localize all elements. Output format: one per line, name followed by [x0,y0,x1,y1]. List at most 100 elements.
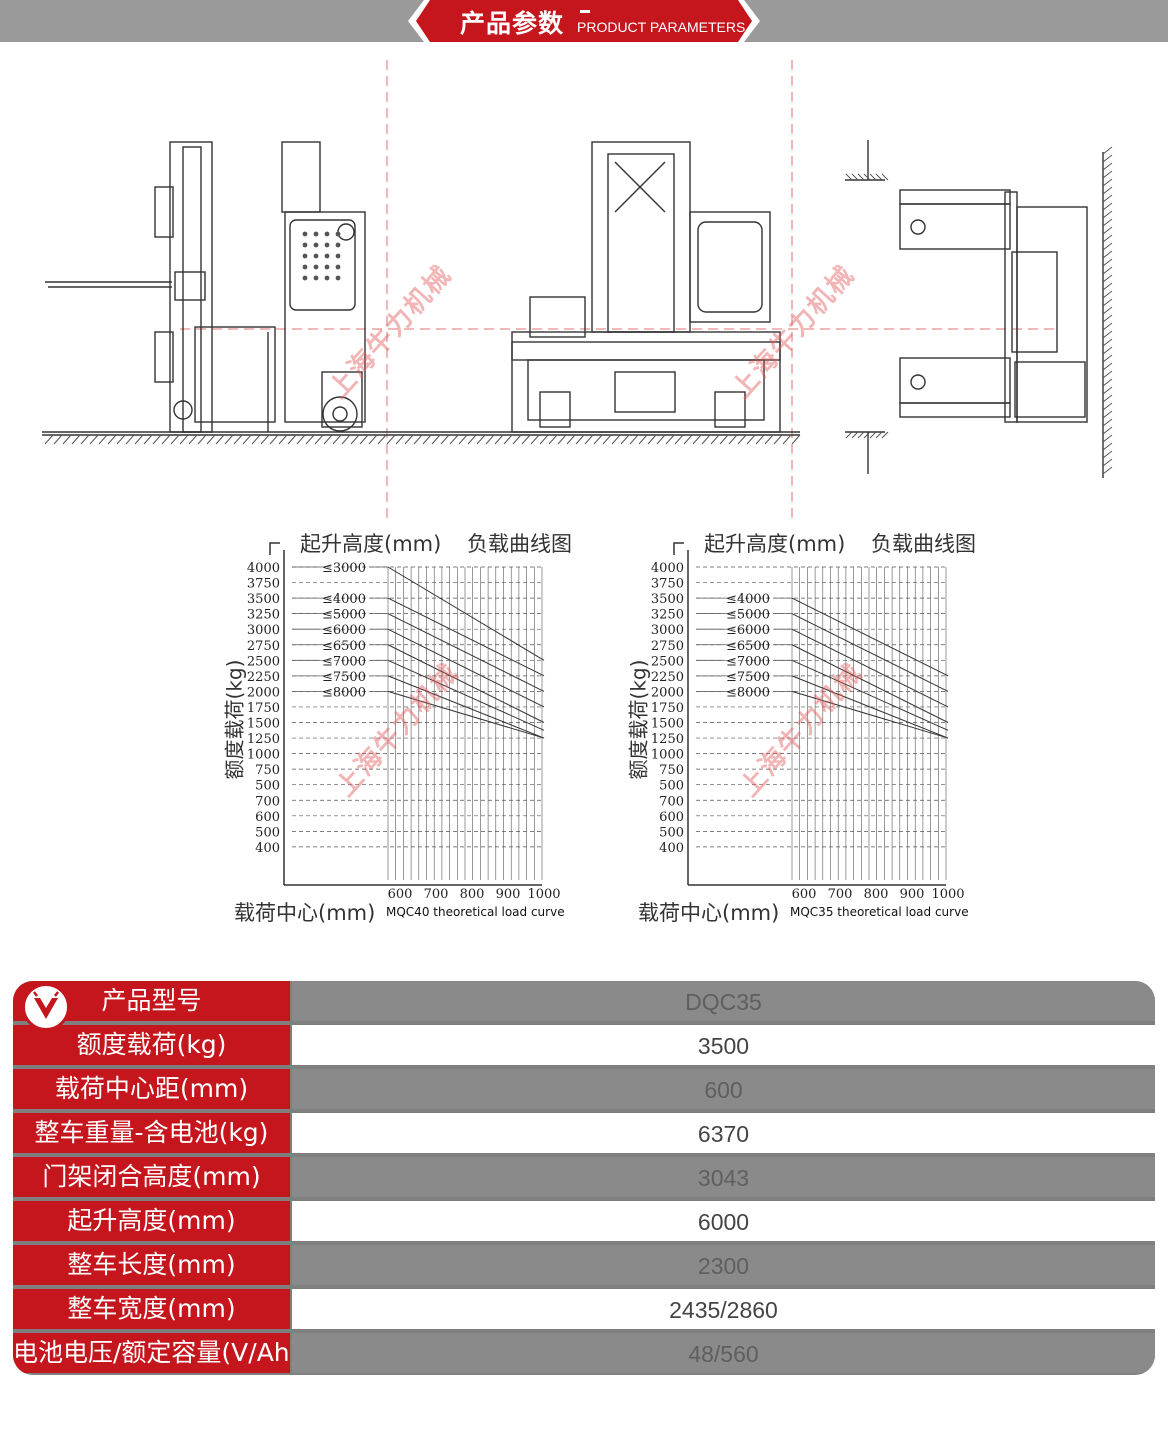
x-tick-label: 1000 [931,887,964,902]
y-tick-label: 4000 [247,561,280,576]
load-curve-line [387,628,545,708]
y-tick-label: 4000 [651,561,684,576]
y-tick-label: 3750 [651,577,684,592]
spec-value: 48/560 [292,1333,1155,1373]
guide-lines [180,60,1060,522]
load-curve-line [387,690,545,739]
y-tick-label: 400 [659,841,684,856]
spec-value: DQC35 [292,981,1155,1021]
series-label: ≤6500 [726,639,770,654]
header-dash [580,10,590,13]
load-curve-line [791,659,949,731]
load-curve-line [791,644,949,723]
front-view [511,141,781,433]
y-tick-label: 600 [659,810,684,825]
chart-y-title: 起升高度(mm) [300,532,442,556]
spec-value: 2435/2860 [292,1289,1155,1329]
spec-table-bg: 产品型号 DQC35 额度载荷(kg) 3500 载荷中心距(mm) 600 整… [13,981,1155,1375]
load-curve-svg: 4000375035003250300027502500225020001750… [651,542,965,902]
y-tick-label: 1000 [247,748,280,763]
spec-label: 额度载荷(kg) [13,1025,290,1065]
load-curve-svg: 4000375035003250300027502500225020001750… [247,542,561,902]
y-tick-label: 2500 [247,654,280,669]
x-tick-label: 800 [460,887,485,902]
header-title: 产品参数 [460,9,565,38]
y-tick-label: 2500 [651,654,684,669]
y-tick-label: 500 [659,825,684,840]
chart-y-title: 起升高度(mm) [704,532,846,556]
load-curve-line [791,675,949,739]
spec-label: 载荷中心距(mm) [13,1069,290,1109]
x-tick-label: 900 [900,887,925,902]
y-tick-label: 3500 [247,592,280,607]
series-label: ≤7000 [322,654,366,669]
spec-value: 600 [292,1069,1155,1109]
y-tick-label: 3500 [651,592,684,607]
spec-table: 产品型号 DQC35 额度载荷(kg) 3500 载荷中心距(mm) 600 整… [13,981,1155,1375]
top-view [845,140,1104,478]
spec-row: 电池电压/额定容量(V/Ah) 48/560 [13,1333,1155,1375]
spec-label: 起升高度(mm) [13,1201,290,1241]
chart-title: 负载曲线图 [871,532,976,556]
y-tick-label: 2000 [247,685,280,700]
y-tick-label: 700 [659,794,684,809]
series-label: ≤7500 [726,670,770,685]
series-label: ≤4000 [726,592,770,607]
ground-hatch [44,434,801,445]
spec-row: 额度载荷(kg) 3500 [13,1025,1155,1069]
y-tick-label: 500 [255,825,280,840]
axis-bracket [269,542,280,555]
y-tick-label: 2750 [651,639,684,654]
spec-value: 6000 [292,1201,1155,1241]
section-header: 产品参数 PRODUCT PARAMETERS [0,0,1168,42]
spec-value: 6370 [292,1113,1155,1153]
chart-caption: MQC35 theoretical load curve [790,905,969,919]
spec-row: 产品型号 DQC35 [13,981,1155,1025]
y-tick-label: 500 [659,779,684,794]
y-tick-label: 2000 [651,685,684,700]
load-curve-line [387,659,545,731]
spec-row: 整车宽度(mm) 2435/2860 [13,1289,1155,1333]
x-tick-label: 900 [496,887,521,902]
y-tick-label: 1750 [247,701,280,716]
x-tick-label: 800 [864,887,889,902]
load-curve-line [387,644,545,723]
y-tick-label: 2250 [651,670,684,685]
y-tick-label: 700 [255,794,280,809]
x-tick-label: 600 [792,887,817,902]
y-tick-label: 2750 [247,639,280,654]
y-tick-label: 750 [255,763,280,778]
y-tick-label: 3250 [247,608,280,623]
chart-x-axis-label: 载荷中心(mm) [234,901,376,925]
chart-title: 负载曲线图 [467,532,572,556]
spec-row: 整车长度(mm) 2300 [13,1245,1155,1289]
y-tick-label: 1250 [247,732,280,747]
series-label: ≤8000 [322,685,366,700]
y-tick-label: 2250 [247,670,280,685]
y-tick-label: 3000 [651,623,684,638]
brand-logo-icon [22,983,70,1031]
series-label: ≤4000 [322,592,366,607]
chart-y-axis-label: 额度载荷(kg) [626,659,651,780]
chart-x-axis-label: 载荷中心(mm) [638,901,780,925]
load-curve-line [387,675,545,739]
load-curve-line [791,613,949,692]
forklift-drawings-svg [42,60,1113,522]
spec-value: 3500 [292,1025,1155,1065]
series-label: ≤7000 [726,654,770,669]
series-label: ≤5000 [322,608,366,623]
chart-caption: MQC40 theoretical load curve [386,905,565,919]
series-label: ≤5000 [726,608,770,623]
y-tick-label: 3250 [651,608,684,623]
wall-hatch [845,146,1113,475]
axis-bracket [673,542,684,555]
series-label: ≤3000 [322,561,366,576]
load-curve-line [791,628,949,708]
spec-value: 2300 [292,1245,1155,1285]
load-curve-line [791,690,949,739]
header-subtitle: PRODUCT PARAMETERS [577,19,746,35]
y-tick-label: 1750 [651,701,684,716]
x-tick-label: 700 [828,887,853,902]
